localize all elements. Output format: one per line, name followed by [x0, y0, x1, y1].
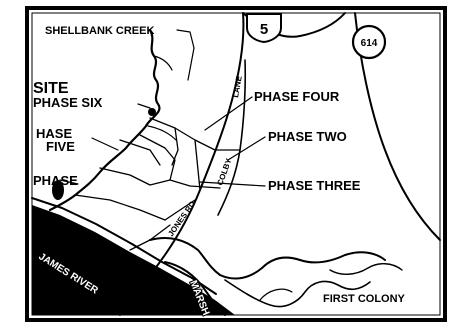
phase-boundary-4 [119, 139, 161, 166]
phase-boundary-5 [74, 194, 166, 221]
marsh-channel [224, 279, 371, 308]
map-frame [25, 6, 447, 322]
phase-five-label-top: HASE [36, 126, 72, 141]
james-river-water [32, 205, 235, 315]
marsh-shoreline-lower [164, 261, 226, 316]
route-614-shield-icon: 614 [351, 24, 387, 60]
route-5-label: 5 [260, 21, 268, 38]
leader-phase-six [137, 103, 151, 109]
phase-one-label: PHASE [33, 173, 78, 188]
phase-four-label: PHASE FOUR [254, 89, 340, 104]
phase-boundary-9 [129, 224, 171, 251]
leader-phase-one [59, 179, 79, 185]
marsh-shoreline-upper [149, 237, 386, 280]
phase-boundary-7 [171, 127, 179, 166]
shellbank-creek-line [48, 28, 161, 212]
colby-road-label: COLBY [215, 157, 233, 187]
leader-phase-five [91, 137, 119, 151]
phase-six-label: PHASE SIX [33, 95, 103, 110]
phase-one-marker [52, 180, 64, 200]
route-5-shield-icon: 5 [246, 13, 282, 44]
phase-two-label: PHASE TWO [268, 129, 347, 144]
phase-three-label: PHASE THREE [268, 178, 361, 193]
jones-road-label: JONES RD [166, 199, 197, 238]
shellbank-creek-label: SHELLBANK CREEK [45, 25, 154, 37]
site-marker [148, 108, 156, 116]
phase-boundary-3 [99, 167, 171, 186]
marsh-channel-small [259, 288, 293, 301]
lane-road-label: LANE [231, 75, 244, 99]
leader-shellbank [176, 29, 195, 81]
leader-phase-two [227, 136, 266, 161]
leader-phase-three [199, 181, 266, 187]
route-614-label: 614 [361, 38, 378, 49]
james-river-shoreline [31, 197, 217, 295]
site-label: SITE [33, 80, 69, 97]
first-colony-label: FIRST COLONY [323, 293, 406, 305]
creek-branch-1 [153, 55, 173, 71]
phase-boundary-6 [164, 199, 196, 221]
phase-five-label-bottom: FIVE [46, 139, 75, 154]
phase-boundary-8 [194, 139, 201, 191]
leader-phase-four [204, 96, 253, 131]
creek-branch-2 [147, 125, 177, 141]
map-inner-frame [31, 12, 441, 316]
phase-boundary-2 [139, 134, 221, 189]
marsh-channel-east [329, 263, 403, 275]
